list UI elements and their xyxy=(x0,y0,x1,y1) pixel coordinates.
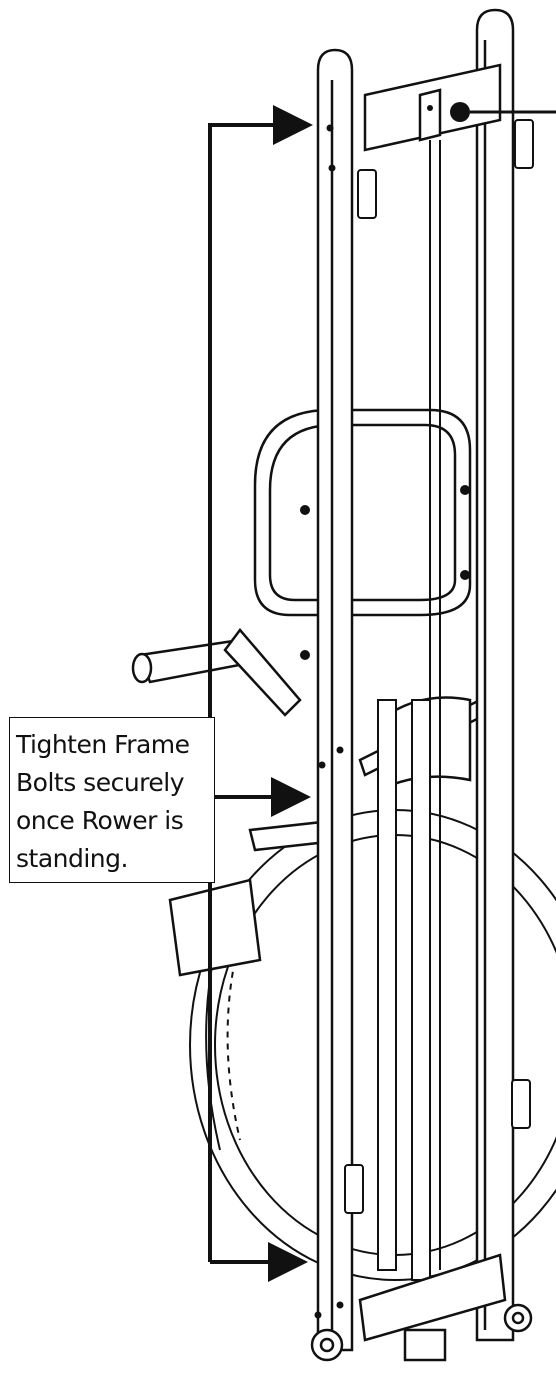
rear-upright-rail xyxy=(475,8,515,1342)
top-bolt-marker xyxy=(450,102,556,122)
callout-line-1: Tighten Frame xyxy=(16,730,190,759)
center-rails xyxy=(377,140,441,1281)
handle-bar xyxy=(131,628,302,717)
front-upright-rail xyxy=(316,48,354,1352)
rail-brackets xyxy=(344,119,534,1214)
rower-seat xyxy=(253,408,472,617)
tighten-bolts-callout: Tighten Frame Bolts securely once Rower … xyxy=(9,717,215,883)
callout-line-2: Bolts securely xyxy=(16,768,185,797)
leader-lines xyxy=(208,105,313,1282)
callout-line-4: standing. xyxy=(16,844,128,873)
callout-line-3: once Rower is xyxy=(16,806,184,835)
base-and-wheels xyxy=(310,1253,533,1362)
